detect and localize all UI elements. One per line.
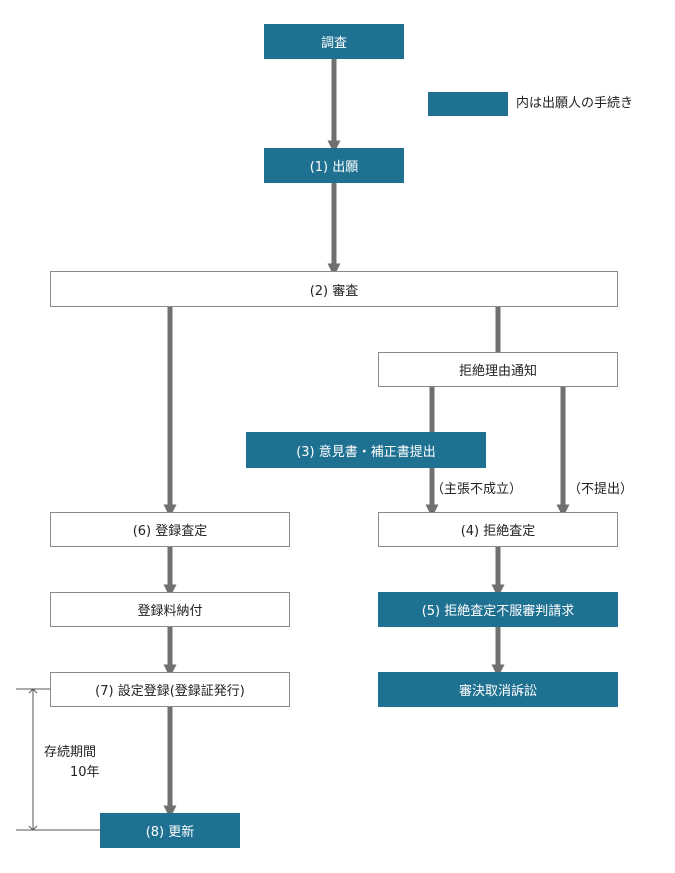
node-rejection-notice: 拒絶理由通知 <box>378 352 618 387</box>
duration-label-period: 存続期間 <box>44 745 97 760</box>
legend-swatch <box>428 92 508 116</box>
node-rejection-decision: (4) 拒絶査定 <box>378 512 618 547</box>
edge-label-claim-failed: （主張不成立） <box>431 482 523 497</box>
duration-bracket <box>16 688 100 831</box>
node-registration: (7) 設定登録(登録証発行) <box>50 672 290 707</box>
node-investigation: 調査 <box>264 24 404 59</box>
node-lawsuit: 審決取消訴訟 <box>378 672 618 707</box>
legend-text: 内は出願人の手続き <box>516 96 634 111</box>
node-registration-decision: (6) 登録査定 <box>50 512 290 547</box>
node-renewal: (8) 更新 <box>100 813 240 848</box>
node-application: (1) 出願 <box>264 148 404 183</box>
duration-label-years: 10年 <box>70 765 100 780</box>
edge-label-not-submitted: （不提出） <box>568 482 634 497</box>
node-appeal: (5) 拒絶査定不服審判請求 <box>378 592 618 627</box>
node-examination: (2) 審査 <box>50 271 618 307</box>
node-registration-fee: 登録料納付 <box>50 592 290 627</box>
node-response: (3) 意見書・補正書提出 <box>246 432 486 468</box>
